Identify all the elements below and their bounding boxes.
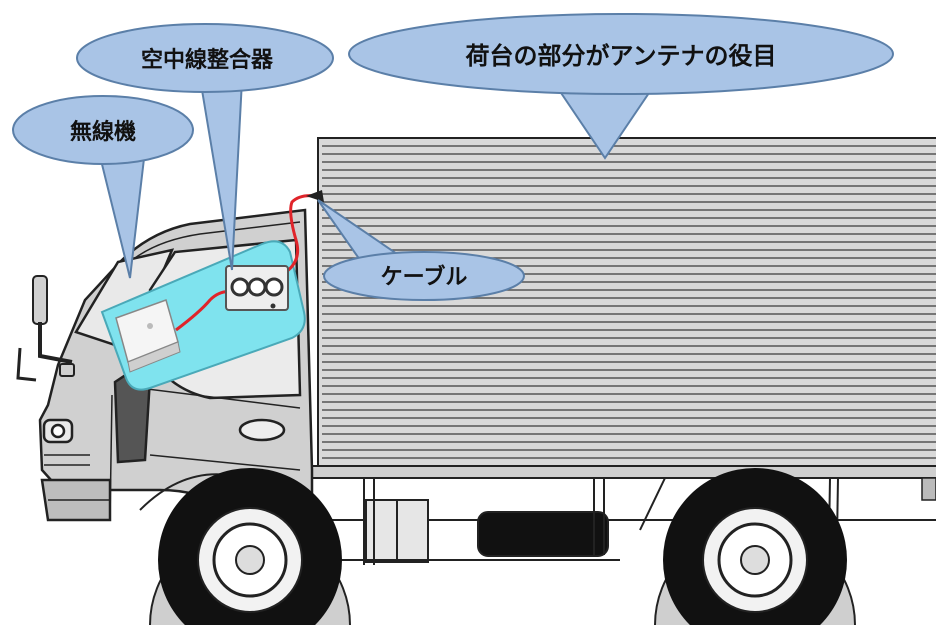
- callout-cargo-label: 荷台の部分がアンテナの役目: [465, 42, 776, 70]
- cable-connector: [306, 190, 324, 202]
- callout-radio: 無線機: [12, 95, 194, 279]
- cargo-box: [311, 137, 936, 501]
- rear-wheel: [654, 468, 856, 625]
- callout-radio-label: 無線機: [70, 119, 136, 145]
- callout-cable: ケーブル: [317, 199, 525, 301]
- callout-cargo: 荷台の部分がアンテナの役目: [348, 13, 894, 160]
- callout-tuner-label: 空中線整合器: [141, 47, 274, 73]
- radio-unit: [115, 299, 181, 373]
- antenna-tuner: [225, 265, 289, 311]
- callout-tuner: 空中線整合器: [76, 23, 334, 271]
- side-mirror: [16, 275, 75, 382]
- callout-cable-label: ケーブル: [381, 264, 468, 290]
- front-wheel: [149, 468, 351, 625]
